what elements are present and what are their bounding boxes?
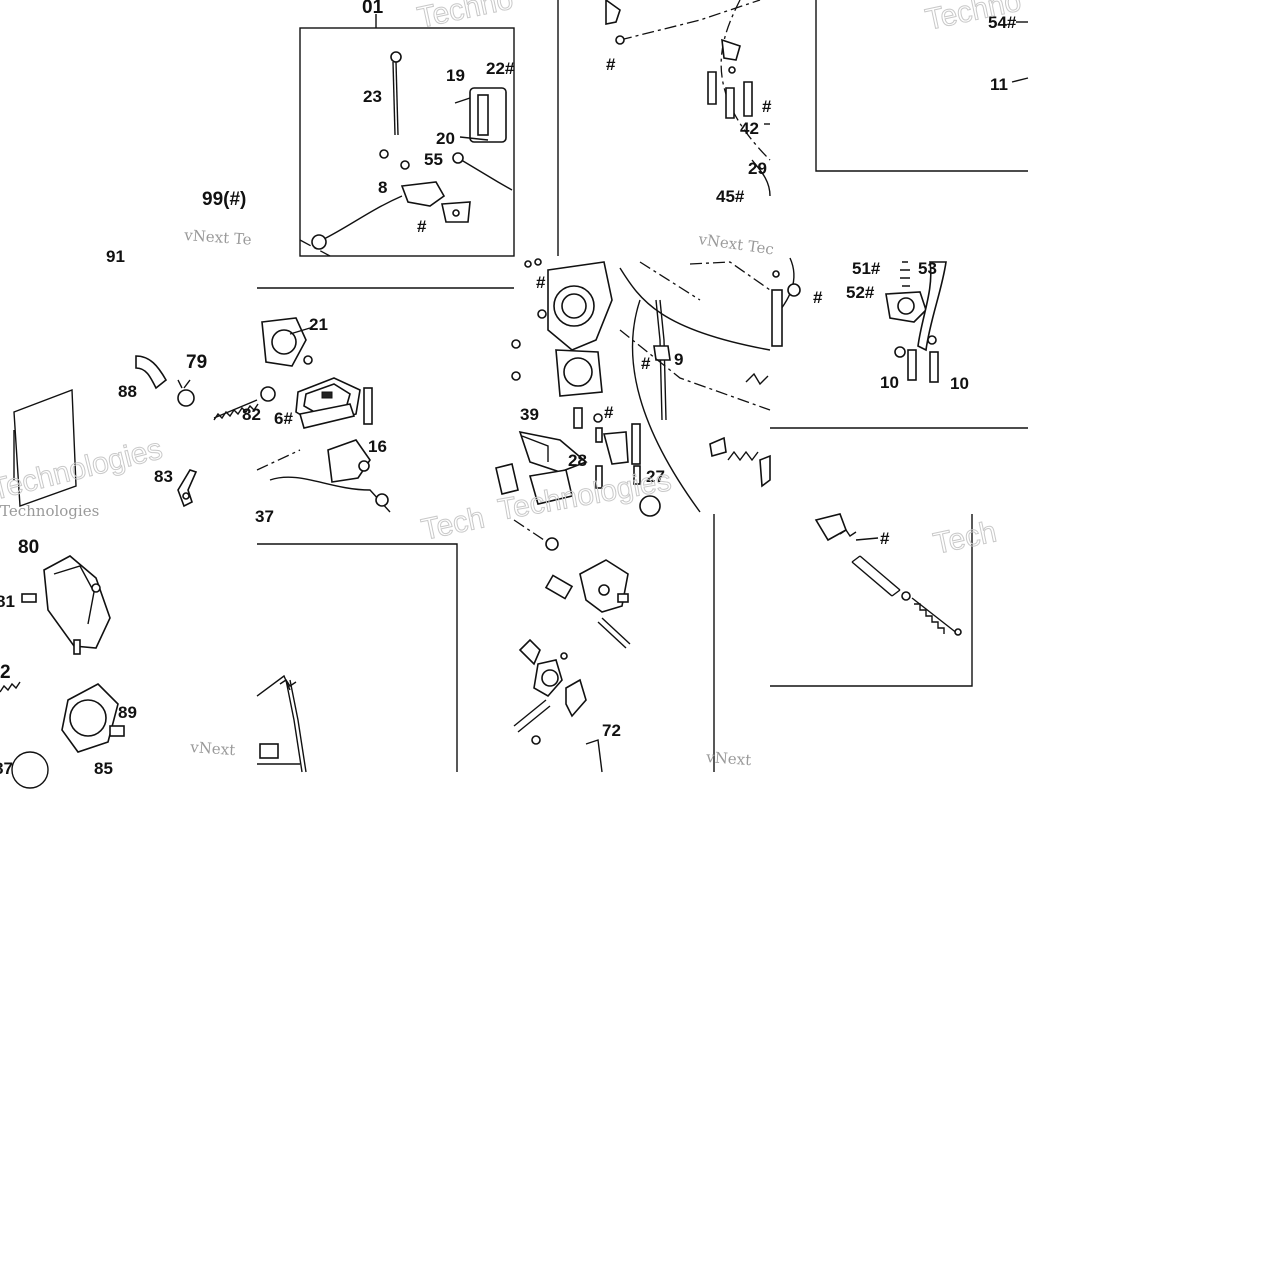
label-01: 01	[362, 0, 384, 18]
label-28: 28	[568, 451, 587, 470]
label-45: 45#	[716, 187, 745, 206]
tile-plunger: # Tech	[770, 513, 1000, 687]
label-83: 83	[154, 467, 173, 486]
label-81: 81	[0, 592, 15, 611]
label-6: 6#	[274, 409, 293, 428]
label-85: 85	[94, 759, 113, 778]
frame-top-left	[299, 27, 515, 257]
tile-linkage: 72 Tech vNext	[418, 501, 752, 773]
label-8: 8	[378, 178, 387, 197]
watermark-7: Tech	[419, 501, 488, 546]
label-23: 23	[363, 87, 382, 106]
label-21: 21	[309, 315, 328, 334]
watermark-8: Tech	[931, 515, 1000, 560]
tile-intake-left: 88 79 83 99(#) 91 vNext Te Technologies …	[0, 189, 259, 520]
label-80: 80	[18, 537, 39, 558]
tile-lines-top: # # 42 29 45# vNext Tec	[557, 0, 775, 259]
label-79: 79	[186, 352, 207, 373]
label-hash-g: #	[604, 403, 614, 422]
watermark-6: Technologies	[495, 464, 673, 527]
label-37: 37	[255, 507, 274, 526]
label-10b: 10	[950, 374, 969, 393]
label-88: 88	[118, 382, 137, 401]
label-55: 55	[424, 150, 443, 169]
label-22: 22#	[486, 59, 515, 78]
watermark-3: vNext Tec	[696, 230, 775, 259]
watermark-10: vNext	[705, 748, 752, 769]
label-hash-c: #	[762, 97, 772, 116]
label-39: 39	[520, 405, 539, 424]
watermark-4: vNext Te	[183, 226, 253, 249]
watermark-11: Technologies	[0, 502, 99, 520]
tile-cable-left	[256, 543, 458, 773]
label-89: 89	[118, 703, 137, 722]
label-82: 82	[242, 405, 261, 424]
label-hash-e: #	[536, 273, 546, 292]
tile-float-bowl: 21 6# 82 16 37	[242, 287, 514, 526]
label-54: 54#	[988, 13, 1017, 32]
tile-air-box: 80 81 2 89 87 85 vNext	[0, 537, 236, 789]
label-hash-h: #	[880, 529, 890, 548]
label-hash-b: #	[606, 55, 616, 74]
label-16: 16	[368, 437, 387, 456]
label-52: 52#	[846, 283, 875, 302]
watermark-5: Technologies	[0, 432, 166, 506]
label-9: 9	[674, 350, 683, 369]
watermark-9: vNext	[189, 738, 236, 759]
label-19: 19	[446, 66, 465, 85]
spring-82	[213, 399, 259, 421]
tile-carb-body: # # 9 39 # 28 27 Technologies	[495, 258, 771, 527]
tile-drain: 51# 53 52# # 10 10	[770, 257, 1028, 429]
label-hash-a: #	[417, 217, 427, 236]
label-42: 42	[740, 119, 759, 138]
tile-frame-right: 54# 11 Techno	[815, 0, 1029, 172]
label-10a: 10	[880, 373, 899, 392]
watermark-1: Techno	[415, 0, 516, 35]
label-87: 87	[0, 759, 13, 778]
label-72: 72	[602, 721, 621, 740]
label-91: 91	[106, 247, 125, 266]
label-27: 27	[646, 467, 665, 486]
label-hash-f: #	[641, 354, 651, 373]
label-99: 99(#)	[202, 189, 246, 210]
label-2: 2	[0, 662, 11, 683]
label-29: 29	[748, 159, 767, 178]
label-51: 51#	[852, 259, 881, 278]
label-53: 53	[918, 259, 937, 278]
tile-carb-top: 01 23 19 22# 20 55 8 # Techno	[299, 0, 517, 257]
label-11: 11	[990, 75, 1008, 94]
label-hash-d: #	[813, 288, 823, 307]
label-20: 20	[436, 129, 455, 148]
